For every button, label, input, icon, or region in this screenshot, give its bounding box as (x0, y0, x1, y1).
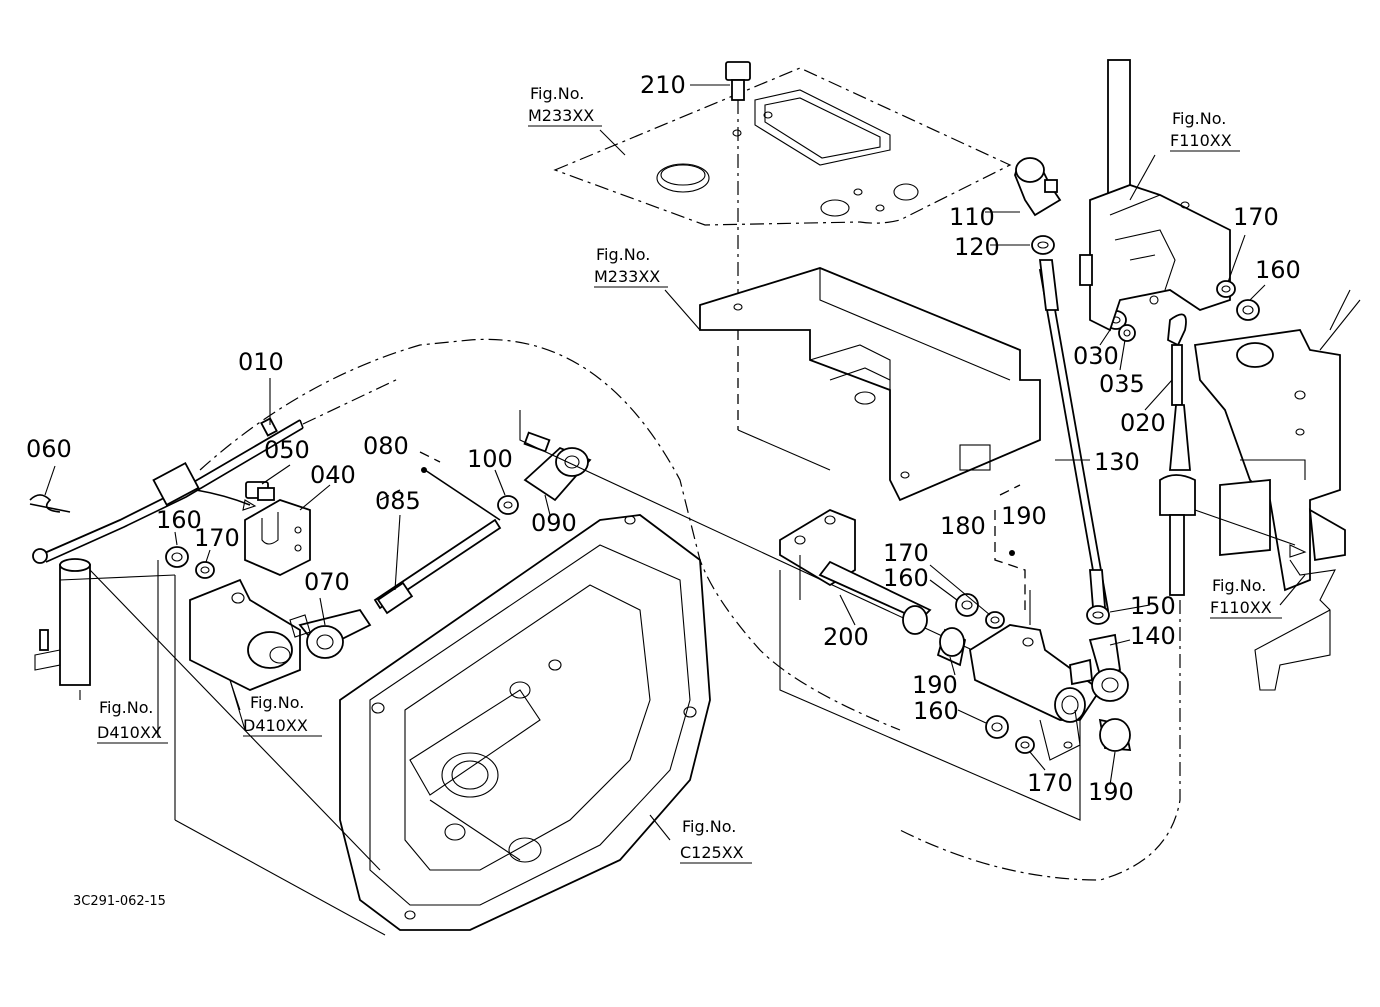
washer-170-right-top (985, 611, 1005, 629)
nut-160-top-right (1236, 299, 1260, 321)
bushing-190-bottom (1098, 718, 1132, 752)
nut-100 (497, 495, 519, 515)
part-labels: 210 010 060 050 040 080 085 100 090 160 … (26, 71, 1301, 806)
frame-right (1193, 289, 1361, 691)
fig-label: Fig.No. (99, 698, 153, 717)
shaft-assembly-right (969, 590, 1102, 761)
label-050: 050 (264, 436, 310, 464)
label-040: 040 (310, 461, 356, 489)
washer-170-top-right (1216, 280, 1236, 298)
rod-085 (373, 469, 502, 615)
cable-010 (32, 377, 401, 564)
nut-150 (1086, 605, 1110, 625)
fig-label: Fig.No. (1172, 109, 1226, 128)
fig-ref-f110-top: Fig.No. F110XX (1170, 109, 1240, 152)
lever-left (189, 578, 301, 731)
fitting-050 (245, 481, 275, 501)
label-010: 010 (238, 348, 284, 376)
cable-route (899, 600, 1181, 881)
bushing-190-top (936, 627, 967, 667)
label-200: 200 (823, 623, 869, 651)
cable-020 (1149, 295, 1196, 596)
fig-code: D410XX (97, 723, 162, 742)
fig-label: Fig.No. (596, 245, 650, 264)
label-160-left: 160 (156, 506, 202, 534)
label-110: 110 (949, 203, 995, 231)
fig-code: F110XX (1170, 131, 1232, 150)
transmission-case (339, 514, 711, 931)
label-170-top-right: 170 (1233, 203, 1279, 231)
label-210: 210 (640, 71, 686, 99)
bracket-040 (244, 499, 311, 576)
label-170-bottom: 170 (1027, 769, 1073, 797)
fig-ref-d410-left: Fig.No. D410XX (97, 698, 168, 744)
fig-ref-m233-mid: Fig.No. M233XX (594, 245, 668, 288)
nut-120 (1031, 235, 1055, 255)
nut-160-right-bottom (985, 715, 1009, 739)
fig-ref-f110-right: Fig.No. F110XX (1210, 576, 1282, 619)
fig-code: M233XX (528, 106, 594, 125)
washer-035 (1118, 324, 1136, 342)
lever-200 (779, 508, 932, 635)
lever-assembly-top-right (1079, 59, 1231, 332)
shaft-left (34, 558, 386, 936)
ref-bracket-180-190 (379, 451, 1026, 610)
label-070: 070 (304, 568, 350, 596)
top-plate (553, 67, 1012, 226)
fig-ref-c125: Fig.No. C125XX (680, 817, 752, 864)
label-130: 130 (1094, 448, 1140, 476)
label-090: 090 (531, 509, 577, 537)
mounting-bracket (699, 267, 1041, 502)
label-190-bottom: 190 (1088, 778, 1134, 806)
label-140: 140 (1130, 622, 1176, 650)
washer-170-left (195, 561, 215, 579)
label-190-mid: 190 (912, 671, 958, 699)
label-030: 030 (1073, 342, 1119, 370)
label-170-left: 170 (194, 524, 240, 552)
fig-code: F110XX (1210, 598, 1272, 617)
clip-060 (29, 494, 71, 513)
document-code: 3C291-062-15 (73, 894, 166, 909)
nut-160-right-top (955, 593, 979, 617)
case-outline (199, 338, 901, 731)
label-160-top-right: 160 (1255, 256, 1301, 284)
fig-label: Fig.No. (1212, 576, 1266, 595)
rod-end-110 (1014, 157, 1062, 217)
label-035: 035 (1099, 370, 1145, 398)
rod-end-070 (289, 608, 372, 659)
nut-160-left (165, 546, 189, 568)
washer-170-right-bottom (1015, 736, 1035, 754)
label-150: 150 (1130, 592, 1176, 620)
label-160-right: 160 (883, 564, 929, 592)
fig-label: Fig.No. (682, 817, 736, 836)
fig-label: Fig.No. (530, 84, 584, 103)
leader-lines (44, 84, 1306, 841)
bolt-210 (725, 61, 751, 305)
label-170-right: 170 (883, 539, 929, 567)
fig-code: C125XX (680, 843, 744, 862)
label-160-bottom: 160 (913, 697, 959, 725)
fig-ref-d410-mid: Fig.No. D410XX (243, 693, 322, 737)
rod-end-140 (1069, 633, 1129, 702)
label-060: 060 (26, 435, 72, 463)
label-020: 020 (1120, 409, 1166, 437)
label-100: 100 (467, 445, 513, 473)
rod-end-090 (523, 431, 592, 502)
label-190-top: 190 (1001, 502, 1047, 530)
fig-label: Fig.No. (250, 693, 304, 712)
label-120: 120 (954, 233, 1000, 261)
label-085: 085 (375, 487, 421, 515)
label-180: 180 (940, 512, 986, 540)
fig-code: D410XX (243, 716, 308, 735)
fig-ref-m233-top: Fig.No. M233XX (528, 84, 602, 127)
leader-rod (519, 410, 1081, 821)
fig-code: M233XX (594, 267, 660, 286)
label-080: 080 (363, 432, 409, 460)
